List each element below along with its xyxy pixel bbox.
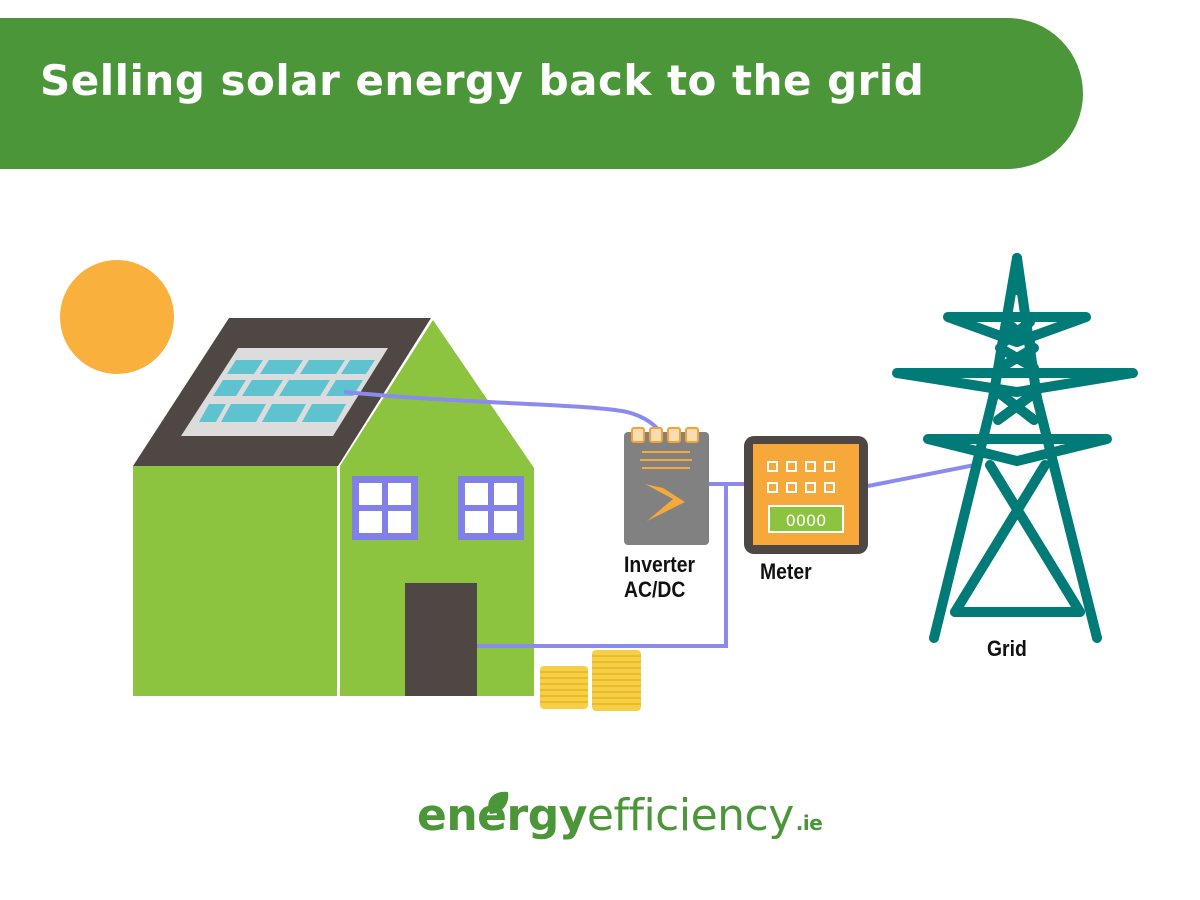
wire-house-to-inverter [477, 484, 728, 648]
meter-label: Meter [760, 559, 812, 584]
wire-panel-to-inverter [343, 390, 662, 434]
leaf-icon [488, 791, 509, 814]
inverter-label-line1: Inverter [624, 552, 696, 577]
wire-meter-to-grid [867, 462, 981, 488]
lightning-icon [645, 484, 685, 521]
pylon-icon [892, 253, 1138, 643]
coins-icon [540, 650, 641, 711]
meter-reading: 0000 [786, 511, 827, 530]
wires [343, 390, 981, 648]
door [405, 583, 477, 696]
house-side-wall [133, 466, 337, 696]
sun-icon [60, 260, 174, 374]
solar-panel-icon [181, 348, 388, 436]
window-right [458, 476, 524, 540]
page-title: Selling solar energy back to the grid [40, 56, 925, 105]
brand-logo: energyefficiency.ie [417, 794, 823, 838]
house-icon [133, 318, 534, 696]
logo-efficiency: efficiency [586, 790, 794, 841]
meter-display [768, 505, 844, 533]
house-gable-wall [340, 320, 534, 696]
inverter-label-line2: AC/DC [624, 577, 686, 602]
window-left [352, 476, 418, 540]
logo-tld: .ie [795, 811, 823, 835]
title-banner [0, 18, 1083, 169]
logo-energy: energy [417, 790, 587, 841]
meter-icon: 0000 [744, 436, 868, 554]
inverter-icon [624, 427, 709, 545]
grid-label: Grid [987, 636, 1027, 661]
